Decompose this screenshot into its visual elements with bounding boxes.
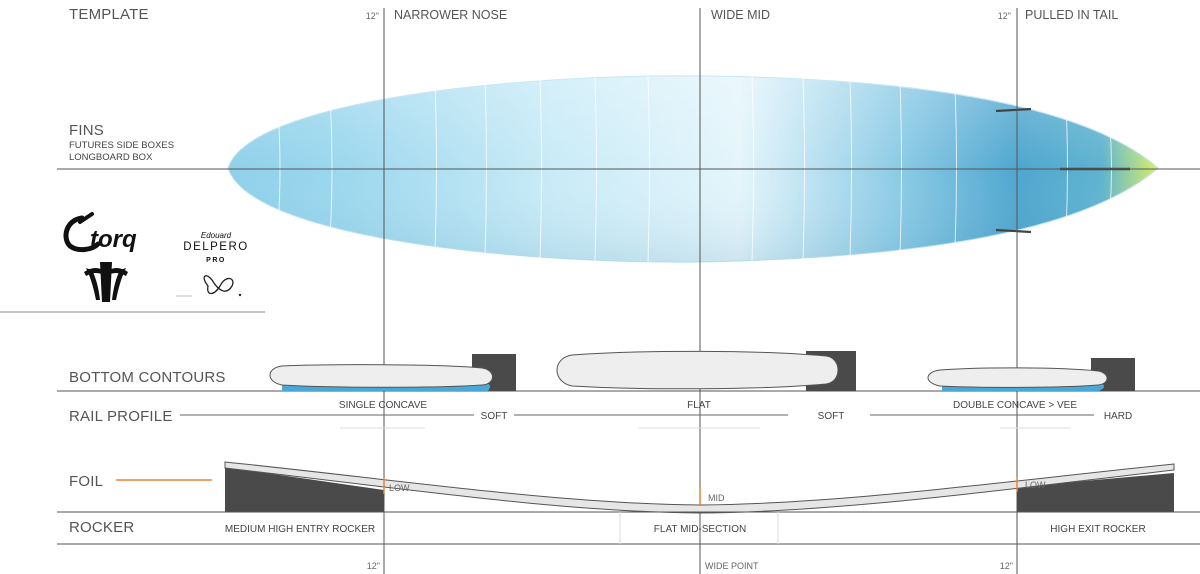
rocker-label-mid: FLAT MID-SECTION: [654, 524, 746, 535]
header-pulled-in-tail: PULLED IN TAIL: [1025, 8, 1118, 22]
bottom-12-mark-tail: 12": [1000, 561, 1013, 571]
contour-nose: [269, 354, 516, 391]
section-label-foil: FOIL: [69, 473, 103, 490]
rocker-label-tail: HIGH EXIT ROCKER: [1050, 524, 1145, 535]
contour-label-mid: FLAT: [687, 400, 711, 411]
section-label-bottom-contours: BOTTOM CONTOURS: [69, 369, 226, 386]
side-fin-top: [995, 107, 1032, 113]
header-narrower-nose: NARROWER NOSE: [394, 8, 507, 22]
contour-mid: [556, 350, 856, 391]
delpero-logo: Edouard DELPERO PRO: [183, 231, 248, 264]
logo-panel: torq Edouard DELPERO PRO: [0, 212, 265, 313]
contour-label-nose: SINGLE CONCAVE: [339, 400, 427, 411]
section-label-fins: FINS: [69, 122, 104, 139]
nose-12-mark: 12": [366, 11, 379, 21]
svg-text:DELPERO: DELPERO: [183, 241, 248, 253]
svg-text:PRO: PRO: [206, 257, 226, 264]
infinity-logo: [176, 275, 242, 297]
fins-sub-label-2: LONGBOARD BOX: [69, 152, 153, 163]
foil-label-tail: LOW: [1025, 480, 1046, 490]
section-label-rocker: ROCKER: [69, 519, 134, 536]
bottom-12-mark-nose: 12": [367, 561, 380, 571]
section-label-template: TEMPLATE: [69, 6, 149, 23]
tail-12-mark: 12": [998, 11, 1011, 21]
bottom-wide-point: WIDE POINT: [705, 561, 759, 571]
trident-logo: [84, 262, 128, 302]
svg-text:Edouard: Edouard: [201, 231, 232, 240]
rail-label-nose: SOFT: [481, 411, 508, 422]
svg-text:torq: torq: [90, 226, 137, 253]
rail-label-tail: HARD: [1104, 411, 1132, 422]
contour-label-tail: DOUBLE CONCAVE > VEE: [953, 400, 1077, 411]
rocker-dividers: [619, 512, 779, 544]
foil-profile: [224, 461, 1175, 514]
section-label-rail-profile: RAIL PROFILE: [69, 408, 173, 425]
contour-tail: [927, 358, 1135, 391]
header-wide-mid: WIDE MID: [711, 8, 770, 22]
side-fin-bottom: [995, 228, 1032, 234]
foil-label-nose: LOW: [389, 483, 410, 493]
torq-logo: torq: [63, 212, 137, 253]
fins-sub-label-1: FUTURES SIDE BOXES: [69, 140, 174, 151]
foil-label-mid: MID: [708, 493, 725, 503]
rail-label-mid: SOFT: [818, 411, 845, 422]
rocker-label-nose: MEDIUM HIGH ENTRY ROCKER: [225, 524, 375, 535]
